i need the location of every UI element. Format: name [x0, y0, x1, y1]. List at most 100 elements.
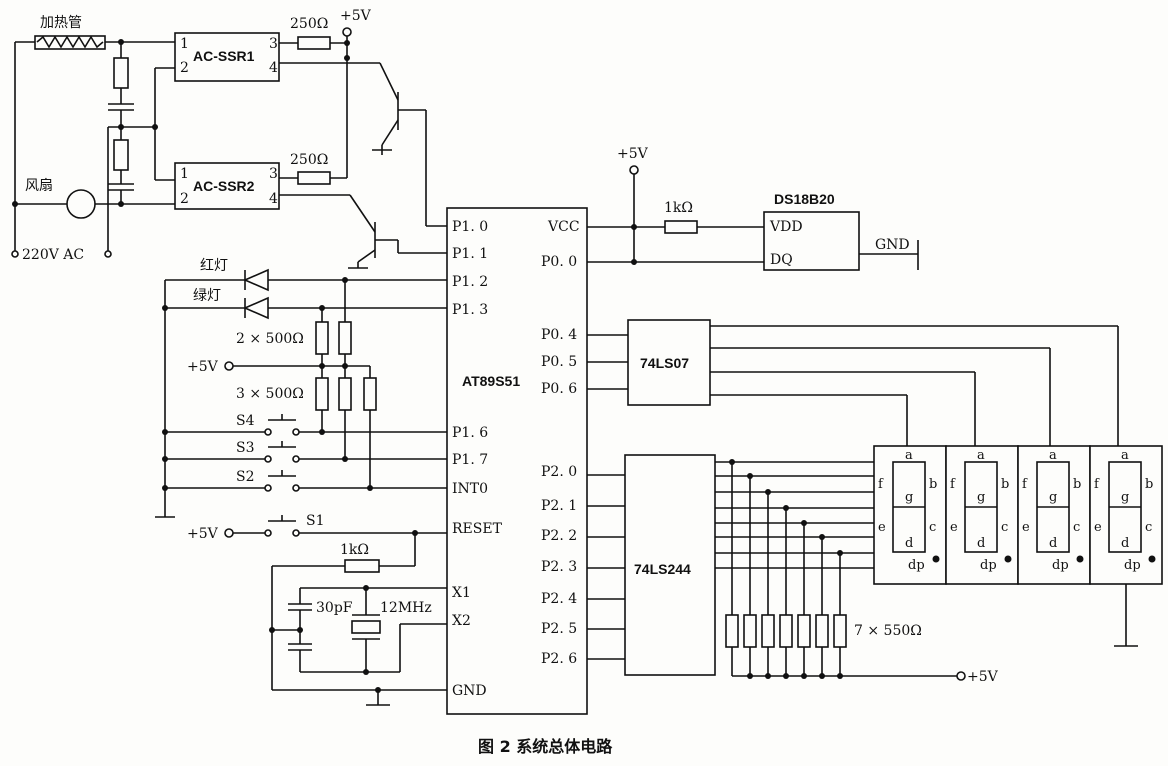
- svg-text:X2: X2: [452, 613, 471, 629]
- svg-text:b: b: [1073, 477, 1081, 492]
- svg-text:d: d: [977, 536, 985, 551]
- svg-text:e: e: [878, 520, 886, 535]
- svg-text:7 × 550Ω: 7 × 550Ω: [854, 623, 922, 639]
- pullup-resistors: +5V 2 × 500Ω 3 × 500Ω: [187, 280, 377, 488]
- svg-text:P1. 2: P1. 2: [452, 274, 488, 290]
- svg-text:dp: dp: [908, 558, 925, 573]
- svg-text:e: e: [950, 520, 958, 535]
- svg-text:+5V: +5V: [340, 8, 372, 24]
- seven-segment-displays: a b c d e f g dp a b c d e f g dp a b c …: [873, 445, 1163, 647]
- red-led-label: 红灯: [200, 258, 228, 274]
- svg-text:2 × 500Ω: 2 × 500Ω: [236, 331, 304, 347]
- svg-text:a: a: [1121, 448, 1129, 463]
- svg-text:P1. 0: P1. 0: [452, 219, 488, 235]
- snubber-resistor-2: [113, 139, 129, 171]
- ssr-drive: 250Ω +5V 250Ω: [279, 8, 447, 269]
- r-250-1: [297, 36, 331, 50]
- svg-text:12MHz: 12MHz: [380, 600, 432, 616]
- svg-text:P2. 5: P2. 5: [541, 621, 577, 637]
- svg-text:GND: GND: [452, 683, 487, 699]
- svg-text:+5V: +5V: [187, 359, 219, 375]
- svg-text:c: c: [1073, 520, 1080, 535]
- svg-text:+5V: +5V: [187, 526, 219, 542]
- ac-wiring: 加热管 风扇 220V AC: [11, 15, 175, 263]
- svg-text:f: f: [878, 477, 884, 492]
- svg-text:P1. 6: P1. 6: [452, 425, 488, 441]
- svg-text:d: d: [905, 536, 913, 551]
- svg-text:g: g: [977, 490, 985, 505]
- svg-text:f: f: [950, 477, 956, 492]
- status-leds: 红灯 绿灯: [155, 258, 447, 518]
- svg-text:AT89S51: AT89S51: [462, 373, 520, 389]
- svg-text:30pF: 30pF: [316, 600, 353, 616]
- svg-text:S1: S1: [306, 513, 325, 529]
- svg-text:1kΩ: 1kΩ: [340, 542, 369, 558]
- svg-text:b: b: [1145, 477, 1153, 492]
- svg-text:INT0: INT0: [452, 481, 488, 497]
- figure-caption: 图 2 系统总体电路: [478, 737, 613, 756]
- svg-text:S2: S2: [236, 469, 255, 485]
- svg-text:3 × 500Ω: 3 × 500Ω: [236, 386, 304, 402]
- svg-text:c: c: [929, 520, 936, 535]
- heater-label: 加热管: [40, 15, 82, 31]
- svg-text:g: g: [1049, 490, 1057, 505]
- svg-text:1kΩ: 1kΩ: [664, 200, 693, 216]
- green-led-label: 绿灯: [193, 288, 221, 304]
- svg-text:P2. 0: P2. 0: [541, 464, 577, 480]
- svg-text:X1: X1: [452, 585, 471, 601]
- svg-text:d: d: [1121, 536, 1129, 551]
- svg-text:dp: dp: [1124, 558, 1141, 573]
- svg-text:+5V: +5V: [967, 669, 999, 685]
- svg-text:g: g: [905, 490, 913, 505]
- svg-text:74LS244: 74LS244: [634, 561, 691, 577]
- svg-text:f: f: [1022, 477, 1028, 492]
- svg-text:P1. 3: P1. 3: [452, 302, 488, 318]
- reset-and-clock: +5V S1 1kΩ: [187, 513, 447, 706]
- svg-text:RESET: RESET: [452, 521, 503, 537]
- ssr1: AC-SSR1 1 2 3 4: [174, 32, 280, 82]
- svg-text:f: f: [1094, 477, 1100, 492]
- svg-text:dp: dp: [980, 558, 997, 573]
- mcu-at89s51: AT89S51 P1. 0 P1. 1 P1. 2 P1. 3 P1. 6 P1…: [446, 207, 588, 715]
- svg-text:e: e: [1094, 520, 1102, 535]
- svg-text:S4: S4: [236, 413, 255, 429]
- svg-text:VCC: VCC: [547, 219, 580, 235]
- svg-text:P2. 4: P2. 4: [541, 591, 577, 607]
- svg-text:P0. 6: P0. 6: [541, 381, 577, 397]
- svg-text:+5V: +5V: [617, 146, 649, 162]
- svg-text:4: 4: [269, 60, 278, 76]
- svg-text:a: a: [1049, 448, 1057, 463]
- svg-text:c: c: [1001, 520, 1008, 535]
- svg-text:S3: S3: [236, 440, 255, 456]
- buffer-74ls244: 74LS244: [587, 454, 999, 685]
- ds18b20-sensor: +5V 1kΩ DS18B20 VDD DQ GND: [587, 146, 919, 271]
- fan-motor: [66, 189, 96, 219]
- svg-text:dp: dp: [1052, 558, 1069, 573]
- buffer-74ls07: 74LS07: [587, 319, 1119, 446]
- svg-text:4: 4: [269, 191, 278, 207]
- svg-text:g: g: [1121, 490, 1129, 505]
- svg-text:250Ω: 250Ω: [290, 152, 328, 168]
- svg-text:74LS07: 74LS07: [640, 355, 689, 371]
- svg-text:P2. 3: P2. 3: [541, 559, 577, 575]
- svg-text:250Ω: 250Ω: [290, 16, 328, 32]
- svg-text:P1. 1: P1. 1: [452, 246, 488, 262]
- svg-text:a: a: [977, 448, 985, 463]
- fan-label: 风扇: [25, 178, 53, 194]
- svg-text:GND: GND: [875, 237, 910, 253]
- svg-text:3: 3: [269, 166, 278, 182]
- svg-text:AC-SSR1: AC-SSR1: [193, 48, 255, 64]
- svg-text:VDD: VDD: [769, 219, 803, 235]
- svg-text:d: d: [1049, 536, 1057, 551]
- ac-supply-label: 220V AC: [22, 247, 84, 263]
- svg-text:P2. 2: P2. 2: [541, 528, 577, 544]
- svg-text:P0. 5: P0. 5: [541, 354, 577, 370]
- svg-text:a: a: [905, 448, 913, 463]
- r-250-2: [297, 171, 331, 185]
- svg-text:P1. 7: P1. 7: [452, 452, 488, 468]
- snubber-resistor-1: [113, 57, 129, 89]
- svg-text:c: c: [1145, 520, 1152, 535]
- svg-text:P2. 6: P2. 6: [541, 651, 577, 667]
